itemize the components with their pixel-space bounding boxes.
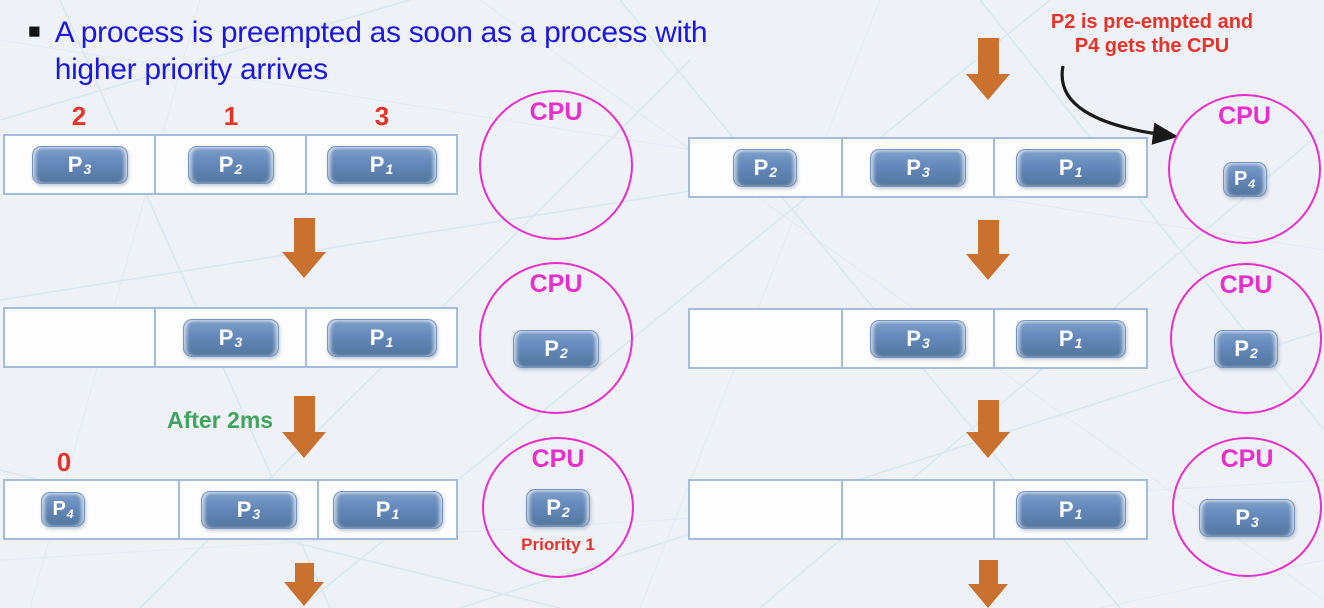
flow-arrow-left-3 [284,563,324,606]
cpu-label: CPU [529,98,583,126]
priority-label-p4: 0 [56,447,72,477]
after-2ms-label: After 2ms [167,407,274,433]
square-bullet-icon: ■ [28,20,41,43]
priority-label-p3: 2 [71,101,87,131]
cpu-label: CPU [1220,445,1274,473]
slide-title: ■ A process is preempted as soon as a pr… [28,14,708,88]
queue-cell-empty [5,309,154,366]
queue-cell-empty [840,481,994,538]
cpu-label: CPU [531,445,585,473]
priority-label-p1: 3 [374,101,390,131]
cpu-circle-left-1: CPU [479,90,633,240]
title-line-1: A process is preempted as soon as a proc… [54,16,708,49]
flow-arrow-right-3 [968,560,1008,608]
cpu-label: CPU [1219,271,1273,299]
flow-arrow-right-1 [966,220,1010,280]
queue-cell-empty [690,481,841,538]
title-text: A process is preempted as soon as a proc… [55,14,708,88]
priority-label-p2: 1 [223,101,239,131]
cpu-label: CPU [529,270,583,298]
flow-arrow-left-1 [282,218,326,278]
flow-arrow-left-2 [282,396,326,458]
queue-cell-empty [690,310,841,367]
cpu-label: CPU [1218,102,1271,130]
preemption-note: P2 is pre-empted and P4 gets the CPU [1032,10,1272,58]
preemption-note-line-2: P4 gets the CPU [1074,35,1230,57]
flow-arrow-right-top [966,38,1010,100]
title-line-2: higher priority arrives [54,53,329,86]
priority-1-caption: Priority 1 [521,535,595,554]
preemption-note-line-1: P2 is pre-empted and [1050,11,1254,33]
flow-arrow-right-2 [966,400,1010,458]
